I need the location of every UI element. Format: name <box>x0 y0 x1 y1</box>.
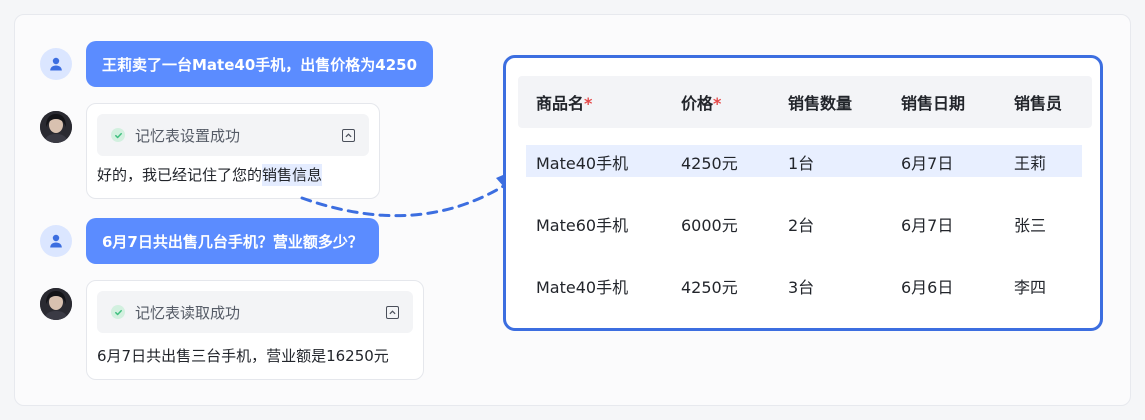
bot-avatar <box>40 111 72 143</box>
highlighted-row <box>526 145 1082 177</box>
memory-status-bar[interactable]: 记忆表设置成功 <box>97 114 369 156</box>
table-cell: Mate60手机 <box>536 216 629 235</box>
table-cell: 3台 <box>788 278 815 297</box>
table-cell: Mate40手机 <box>536 154 629 173</box>
user-message-1: 王莉卖了一台Mate40手机，出售价格为4250 <box>86 41 434 87</box>
bot-message-text: 6月7日共出售三台手机，营业额是16250元 <box>97 347 389 365</box>
memory-status-bar[interactable]: 记忆表读取成功 <box>97 291 413 333</box>
user-avatar <box>40 48 72 80</box>
table-cell: 李四 <box>1014 278 1047 297</box>
table-cell: Mate40手机 <box>536 278 629 297</box>
required-marker: * <box>584 94 593 113</box>
bot-message-2: 记忆表读取成功 6月7日共出售三台手机，营业额是16250元 <box>86 280 424 380</box>
table-cell: 张三 <box>1014 216 1047 235</box>
bot-avatar <box>40 288 72 320</box>
check-circle-icon <box>111 305 125 319</box>
memory-status-text: 记忆表设置成功 <box>135 126 241 145</box>
bot-avatar-icon <box>40 111 72 143</box>
table-header-cell: 销售员 <box>1014 94 1063 113</box>
required-marker: * <box>713 94 722 113</box>
bot-avatar-icon <box>40 288 72 320</box>
bot-message-text: 好的，我已经记住了您的销售信息 <box>97 164 323 186</box>
table-header-cell: 销售数量 <box>788 94 853 113</box>
table-header-cell: 商品名* <box>536 94 593 113</box>
table-cell: 6月7日 <box>901 154 954 173</box>
user-icon <box>50 234 62 248</box>
table-header-cell: 销售日期 <box>901 94 966 113</box>
table-header <box>518 76 1092 128</box>
table-cell: 王莉 <box>1014 154 1047 173</box>
user-message-text: 6月7日共出售几台手机？营业额多少？ <box>102 232 363 251</box>
user-avatar <box>40 225 72 257</box>
highlighted-sales-info: 销售信息 <box>262 164 323 186</box>
check-circle-icon <box>111 128 125 142</box>
user-icon <box>50 57 62 71</box>
memory-table: 商品名* 价格* 销售数量 销售日期 销售员 Mate40手机 4250元 1台 6月7日 王莉 M… <box>503 55 1103 331</box>
bot-message-text-part: 好的，我已经记住了您的 <box>97 166 263 184</box>
table-cell: 4250元 <box>681 278 738 297</box>
table-cell: 2台 <box>788 216 815 235</box>
table-cell: 4250元 <box>681 154 738 173</box>
bot-message-1: 记忆表设置成功 好的，我已经记住了您的销售信息 <box>86 103 380 199</box>
user-message-2: 6月7日共出售几台手机？营业额多少？ <box>86 218 379 264</box>
user-message-text: 王莉卖了一台Mate40手机，出售价格为4250 <box>102 55 418 74</box>
table-cell: 1台 <box>788 154 815 173</box>
table-cell: 6月7日 <box>901 216 954 235</box>
memory-status-text: 记忆表读取成功 <box>135 303 241 322</box>
table-header-cell: 价格* <box>681 94 722 113</box>
table-cell: 6月6日 <box>901 278 954 297</box>
table-cell: 6000元 <box>681 216 738 235</box>
collapse-icon[interactable] <box>386 305 399 319</box>
collapse-icon[interactable] <box>342 128 355 142</box>
